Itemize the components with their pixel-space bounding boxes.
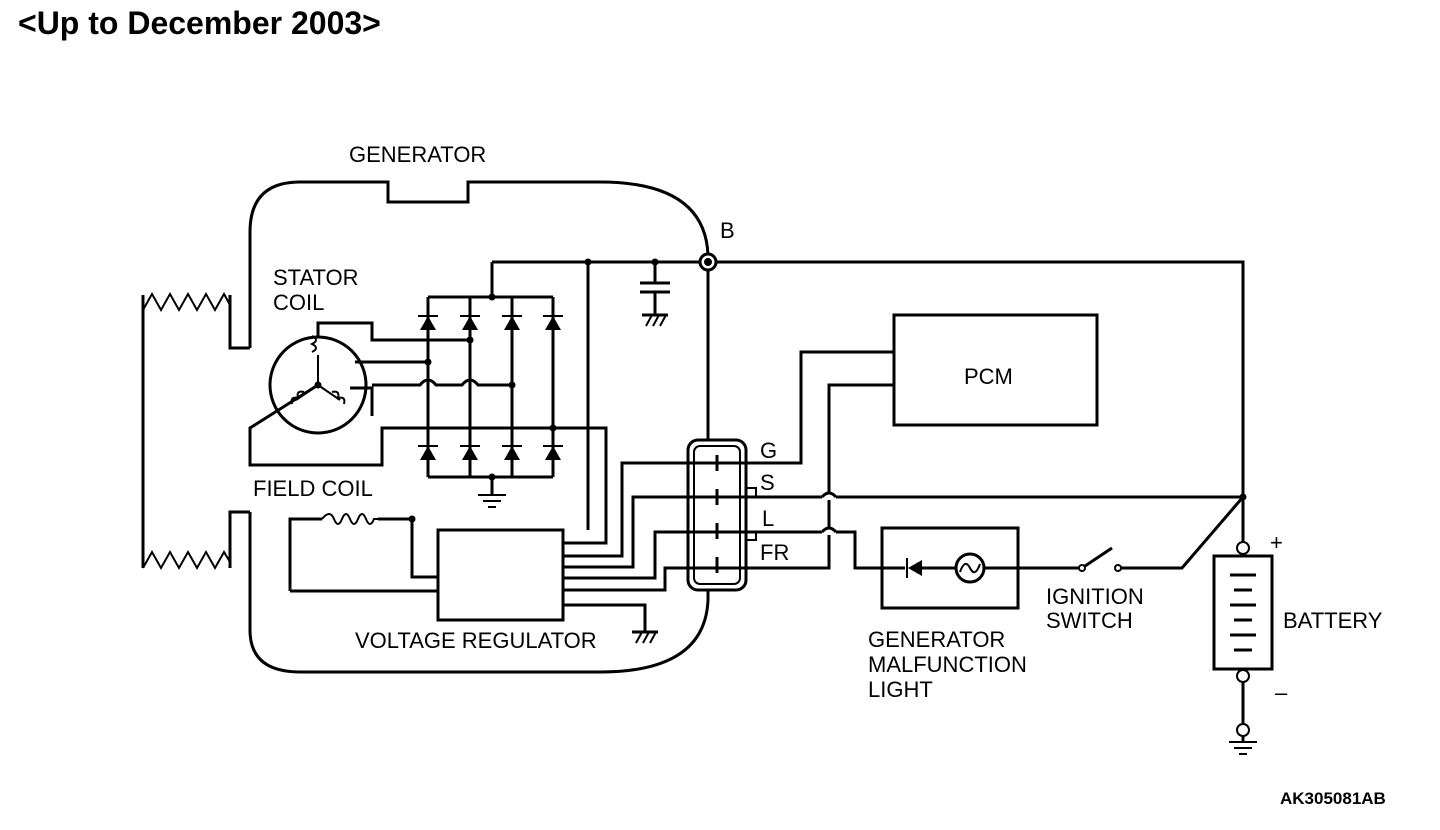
diode-lower-3 — [502, 445, 522, 460]
diode-lower-2 — [460, 445, 480, 460]
malfunction-light-label-line3: LIGHT — [868, 677, 933, 702]
diode-upper-2 — [460, 315, 480, 330]
terminal-l-label: L — [762, 506, 774, 531]
diode-lower-1 — [418, 445, 438, 460]
terminal-g-label: G — [760, 438, 777, 463]
field-coil-label: FIELD COIL — [253, 476, 373, 501]
b-terminal — [698, 252, 718, 272]
stator-coil-label-line2: COIL — [273, 290, 324, 315]
battery — [1212, 497, 1274, 755]
battery-label: BATTERY — [1283, 608, 1383, 633]
generator-label: GENERATOR — [349, 142, 486, 167]
voltage-regulator — [436, 262, 1243, 644]
stator-coil-label-line1: STATOR — [273, 265, 359, 290]
diode-upper-4 — [543, 315, 563, 330]
diode-upper-1 — [418, 315, 438, 330]
malfunction-light — [880, 526, 1020, 610]
stator-coil — [248, 321, 608, 545]
rectifier-bridge — [418, 293, 563, 508]
figure-code: AK305081AB — [1280, 789, 1386, 808]
malfunction-light-label-line2: MALFUNCTION — [868, 652, 1027, 677]
ignition-switch-label-line2: SWITCH — [1046, 608, 1133, 633]
pcm-box — [892, 313, 1099, 427]
page-title: <Up to December 2003> — [18, 5, 381, 41]
field-coil — [288, 513, 438, 593]
ignition-switch-label-line1: IGNITION — [1046, 584, 1144, 609]
malfunction-light-label-line1: GENERATOR — [868, 627, 1005, 652]
pcm-label: PCM — [964, 364, 1013, 389]
ignition-switch — [1018, 496, 1245, 572]
diode-upper-3 — [502, 315, 522, 330]
terminal-fr-label: FR — [760, 540, 789, 565]
capacitor — [640, 262, 670, 327]
voltage-regulator-label: VOLTAGE REGULATOR — [355, 628, 597, 653]
terminal-s-label: S — [760, 470, 775, 495]
generator-housing — [141, 180, 710, 674]
connector — [686, 434, 757, 600]
battery-plus-label: + — [1270, 530, 1283, 555]
b-terminal-label: B — [720, 218, 735, 243]
diode-lower-4 — [543, 445, 563, 460]
battery-minus-label: – — [1275, 680, 1288, 705]
